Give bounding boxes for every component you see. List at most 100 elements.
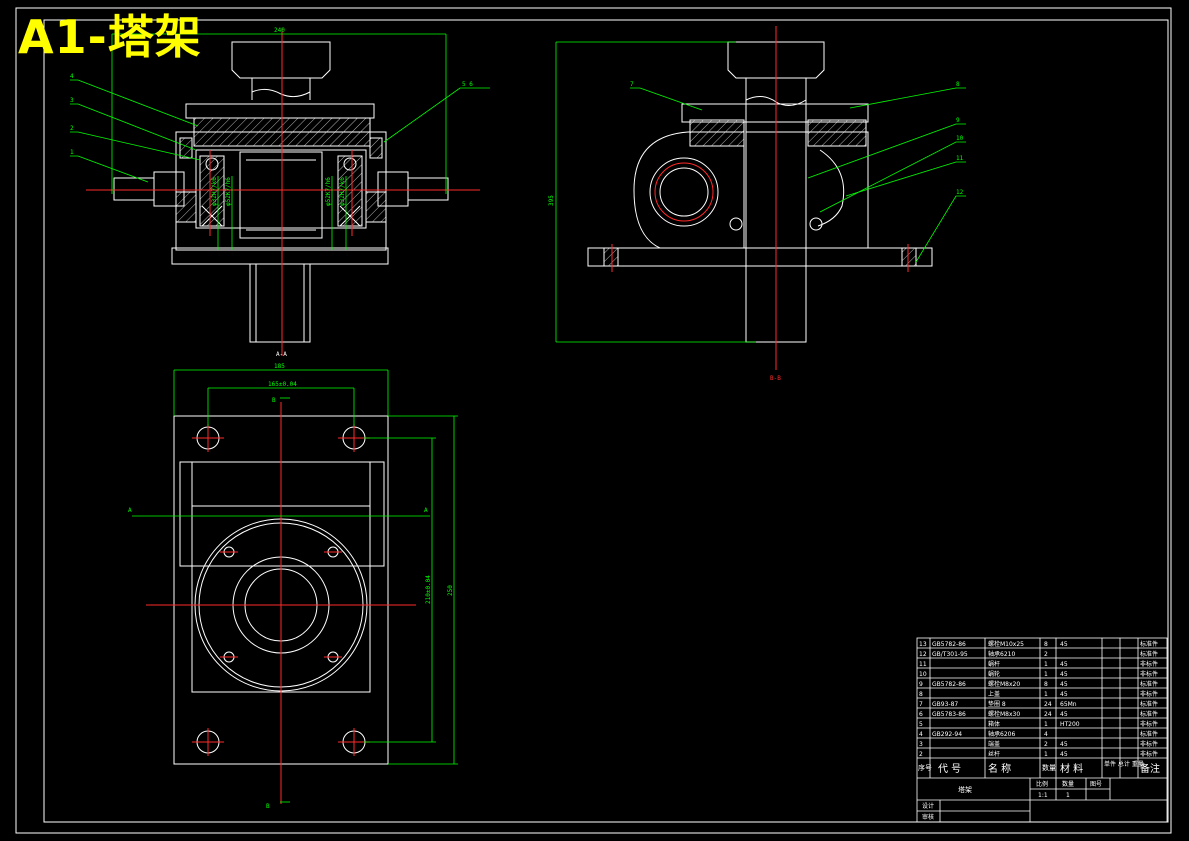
qty-value: 1 xyxy=(1066,792,1070,799)
bom-cell-note: 非标件 xyxy=(1140,690,1158,698)
plan-view-labels: 185 165±0.04 210±0.04 250 A A B B xyxy=(128,363,454,810)
side-callout-11: 11 xyxy=(956,155,964,162)
bom-cell-qty: 8 xyxy=(1044,681,1048,688)
bom-cell-note: 非标件 xyxy=(1140,740,1158,748)
bom-cell-material: 45 xyxy=(1060,751,1068,758)
bom-cell-code: GB5782-86 xyxy=(932,641,966,648)
bom-cell-no: 11 xyxy=(919,661,927,668)
bom-cell-no: 10 xyxy=(919,671,927,678)
front-view-dimensions xyxy=(70,33,490,250)
plan-mark-a-right: A xyxy=(424,507,428,514)
side-view-labels: 395 7 8 9 10 11 12 B-B xyxy=(548,81,964,382)
bom-header-qty: 数量 xyxy=(1042,763,1056,772)
front-fit-dim-3: φ52K7/h6 xyxy=(325,177,332,206)
bom-cell-no: 7 xyxy=(919,701,923,708)
scale-label: 比例 xyxy=(1036,780,1048,788)
bom-cell-material: 45 xyxy=(1060,711,1068,718)
bom-header-code: 代 号 xyxy=(938,763,961,775)
bom-cell-name: 蜗轮 xyxy=(988,670,1000,678)
bom-cell-code: GB93-87 xyxy=(932,701,958,708)
bom-header-no: 序号 xyxy=(918,763,932,772)
bom-cell-material: HT200 xyxy=(1060,721,1080,728)
bom-cell-name: 蜗杆 xyxy=(988,660,1000,668)
bom-cell-no: 8 xyxy=(919,691,923,698)
plan-mark-b-bottom: B xyxy=(266,803,270,810)
bom-cell-no: 12 xyxy=(919,651,927,658)
side-view-dimensions xyxy=(555,41,966,343)
front-callout-3: 3 xyxy=(70,97,74,104)
plan-width-dimension: 185 xyxy=(274,363,285,370)
bom-cell-note: 非标件 xyxy=(1140,750,1158,758)
bom-cell-qty: 1 xyxy=(1044,691,1048,698)
bom-cell-qty: 2 xyxy=(1044,651,1048,658)
bom-cell-no: 13 xyxy=(919,641,927,648)
side-callout-10: 10 xyxy=(956,135,964,142)
plan-mark-b-top: B xyxy=(272,397,276,404)
scale-value: 1:1 xyxy=(1038,792,1048,799)
front-callout-1: 1 xyxy=(70,149,74,156)
inner-sheet-border xyxy=(43,19,1169,823)
side-callout-12: 12 xyxy=(956,189,964,196)
bom-cell-note: 非标件 xyxy=(1140,660,1158,668)
front-view-centerlines xyxy=(86,28,480,356)
plan-inner-height-dimension: 210±0.04 xyxy=(425,575,432,604)
bom-cell-qty: 1 xyxy=(1044,751,1048,758)
bom-cell-code: GB5782-86 xyxy=(932,681,966,688)
side-section-mark: B-B xyxy=(770,375,781,382)
bom-header-note: 备注 xyxy=(1140,762,1160,775)
bom-cell-note: 标准件 xyxy=(1140,640,1158,648)
bom-header-material: 材 料 xyxy=(1060,762,1083,775)
bom-cell-material: 45 xyxy=(1060,741,1068,748)
plan-view-centerlines xyxy=(146,402,416,804)
drawing-title: A1-塔架 xyxy=(18,10,202,64)
designer-label: 设计 xyxy=(922,802,934,810)
bom-cell-note: 非标件 xyxy=(1140,670,1158,678)
side-height-dimension: 395 xyxy=(548,195,555,206)
bom-header: 序号 代 号 名 称 数量 材 料 单件 总计 重量 备注 xyxy=(918,760,1160,775)
bom-cell-no: 9 xyxy=(919,681,923,688)
front-section-mark: A-A xyxy=(276,351,287,358)
plan-view-dimensions xyxy=(132,369,458,803)
side-section-view xyxy=(587,41,933,343)
bom-cell-qty: 1 xyxy=(1044,721,1048,728)
bom-cell-note: 非标件 xyxy=(1140,720,1158,728)
bom-cell-note: 标准件 xyxy=(1140,680,1158,688)
bom-cell-note: 标准件 xyxy=(1140,730,1158,738)
bom-cell-material: 45 xyxy=(1060,681,1068,688)
plan-outer-height-dimension: 250 xyxy=(447,585,454,596)
bom-cell-no: 3 xyxy=(919,741,923,748)
bom-cell-material: 45 xyxy=(1060,661,1068,668)
bom-cell-name: 轴承6206 xyxy=(988,730,1015,738)
bom-cell-qty: 2 xyxy=(1044,741,1048,748)
bom-cell-no: 5 xyxy=(919,721,923,728)
front-fit-dim-4: φ32H7/k6 xyxy=(339,177,346,206)
bom-cell-note: 标准件 xyxy=(1140,650,1158,658)
side-callout-7: 7 xyxy=(630,81,634,88)
bom-cell-no: 4 xyxy=(919,731,923,738)
front-callout-4: 4 xyxy=(70,73,74,80)
front-top-dimension: 240 xyxy=(274,27,285,34)
bom-cell-qty: 8 xyxy=(1044,641,1048,648)
bom-cell-name: 垫圈 8 xyxy=(988,700,1006,708)
bom-cell-code: GB/T301-95 xyxy=(932,651,968,658)
bom-cell-name: 丝杆 xyxy=(988,750,1000,758)
plan-hole-dimension: 165±0.04 xyxy=(268,381,297,388)
bom-cell-no: 6 xyxy=(919,711,923,718)
bom-cell-material: 65Mn xyxy=(1060,701,1077,708)
front-section-view xyxy=(113,41,449,343)
side-callout-8: 8 xyxy=(956,81,960,88)
bom-cell-qty: 24 xyxy=(1044,701,1052,708)
bom-cell-qty: 24 xyxy=(1044,711,1052,718)
sheet-label: 图号 xyxy=(1090,781,1102,788)
bom-cell-name: 螺栓M10x25 xyxy=(988,640,1024,648)
front-fit-dim-1: φ32H7/k6 xyxy=(211,177,218,206)
bom-cell-material: 45 xyxy=(1060,641,1068,648)
bom-cell-name: 螺栓M8x30 xyxy=(988,710,1020,718)
checker-label: 审核 xyxy=(922,813,934,821)
bom-header-name: 名 称 xyxy=(988,762,1011,775)
bom-header-weight: 单件 总计 重量 xyxy=(1104,760,1144,768)
outer-sheet-border xyxy=(15,7,1172,834)
bom-cell-code: GB5783-86 xyxy=(932,711,966,718)
